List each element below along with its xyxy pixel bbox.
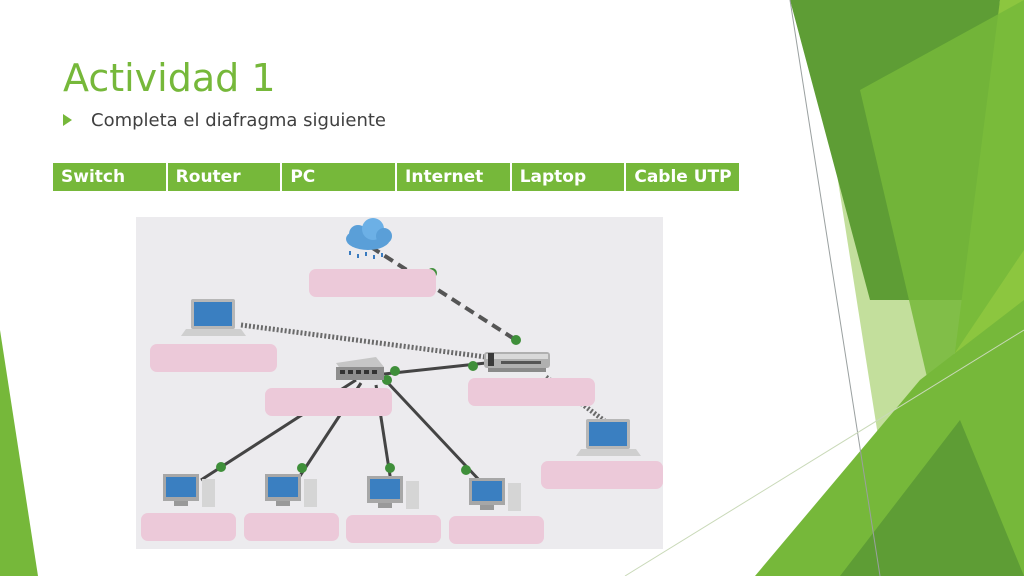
bullet-item: Completa el diafragma siguiente xyxy=(63,108,386,132)
link-node xyxy=(297,463,307,473)
striped-link-laptop-router xyxy=(240,322,487,360)
labels-table: Switch Router PC Internet Laptop Cable U… xyxy=(53,163,740,191)
deco-shape-bottom-dark xyxy=(840,420,1024,576)
cloud-icon xyxy=(346,218,392,259)
table-cell-router: Router xyxy=(167,163,283,191)
table-cell-pc: PC xyxy=(282,163,398,191)
link-node xyxy=(385,463,395,473)
link-node xyxy=(390,366,400,376)
dashed-link-cloud-router xyxy=(369,245,521,344)
bullet-text: Completa el diafragma siguiente xyxy=(91,109,386,131)
laptop-icon xyxy=(181,299,246,336)
switch-icon xyxy=(336,357,384,380)
deco-shape-mid xyxy=(860,0,1024,390)
answer-box-pc3[interactable] xyxy=(346,515,441,543)
deco-left-triangle xyxy=(0,330,38,576)
answer-box-internet[interactable] xyxy=(309,269,436,297)
table-cell-internet: Internet xyxy=(397,163,512,191)
answer-box-router[interactable] xyxy=(468,378,595,406)
desktop-pc-icon xyxy=(265,474,317,507)
table-cell-laptop: Laptop xyxy=(511,163,627,191)
desktop-pc-icon xyxy=(469,478,521,511)
link-node xyxy=(511,335,521,345)
deco-thin-line-2 xyxy=(624,329,1024,576)
answer-box-laptop-right[interactable] xyxy=(541,461,663,489)
network-diagram xyxy=(136,217,663,549)
router-icon xyxy=(484,352,550,372)
link-node xyxy=(468,361,478,371)
link-node xyxy=(382,375,392,385)
laptop-icon-right xyxy=(576,419,641,456)
answer-box-pc4[interactable] xyxy=(449,516,544,544)
table-cell-switch: Switch xyxy=(53,163,168,191)
deco-thin-line xyxy=(789,0,881,576)
answer-box-pc2[interactable] xyxy=(244,513,339,541)
link-node xyxy=(461,465,471,475)
table-cell-cable-utp: Cable UTP xyxy=(626,163,740,191)
link-node xyxy=(216,462,226,472)
slide-title: Actividad 1 xyxy=(63,56,276,100)
answer-box-laptop[interactable] xyxy=(150,344,277,372)
answer-box-switch[interactable] xyxy=(265,388,392,416)
bullet-arrow-icon xyxy=(63,114,72,126)
desktop-pc-icon xyxy=(367,476,419,509)
answer-box-pc1[interactable] xyxy=(141,513,236,541)
desktop-pc-icon xyxy=(163,474,215,507)
